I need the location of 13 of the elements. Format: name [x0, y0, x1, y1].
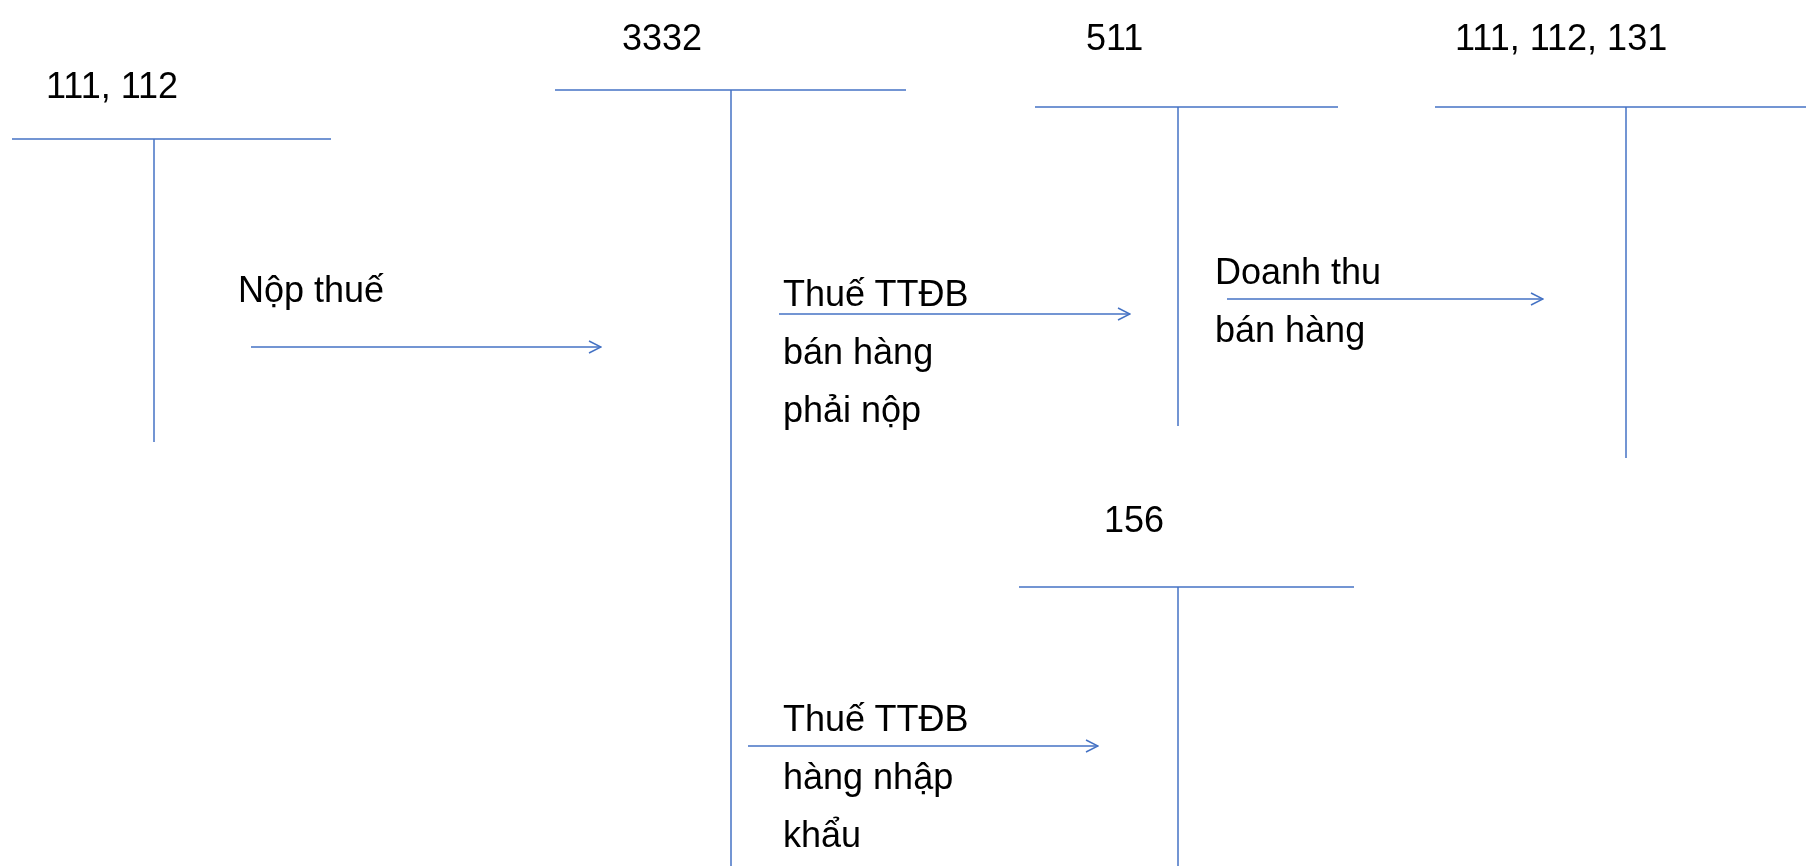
arrow	[1226, 292, 1544, 306]
edge-label: Thuế TTĐB hàng nhập khẩu	[783, 697, 970, 857]
account-number: 511	[1086, 16, 1144, 60]
edge-label: Nộp thuế	[238, 268, 386, 312]
account-number: 111, 112, 131	[1455, 16, 1668, 60]
account-number: 156	[1104, 498, 1165, 542]
edge-label: Doanh thu bán hàng	[1215, 250, 1383, 352]
edge-label: Thuế TTĐB bán hàng phải nộp	[783, 272, 970, 432]
arrow	[778, 307, 1131, 321]
account-number: 111, 112	[46, 64, 179, 108]
account-number: 3332	[622, 16, 703, 60]
arrow	[250, 340, 602, 354]
arrow	[747, 739, 1099, 753]
